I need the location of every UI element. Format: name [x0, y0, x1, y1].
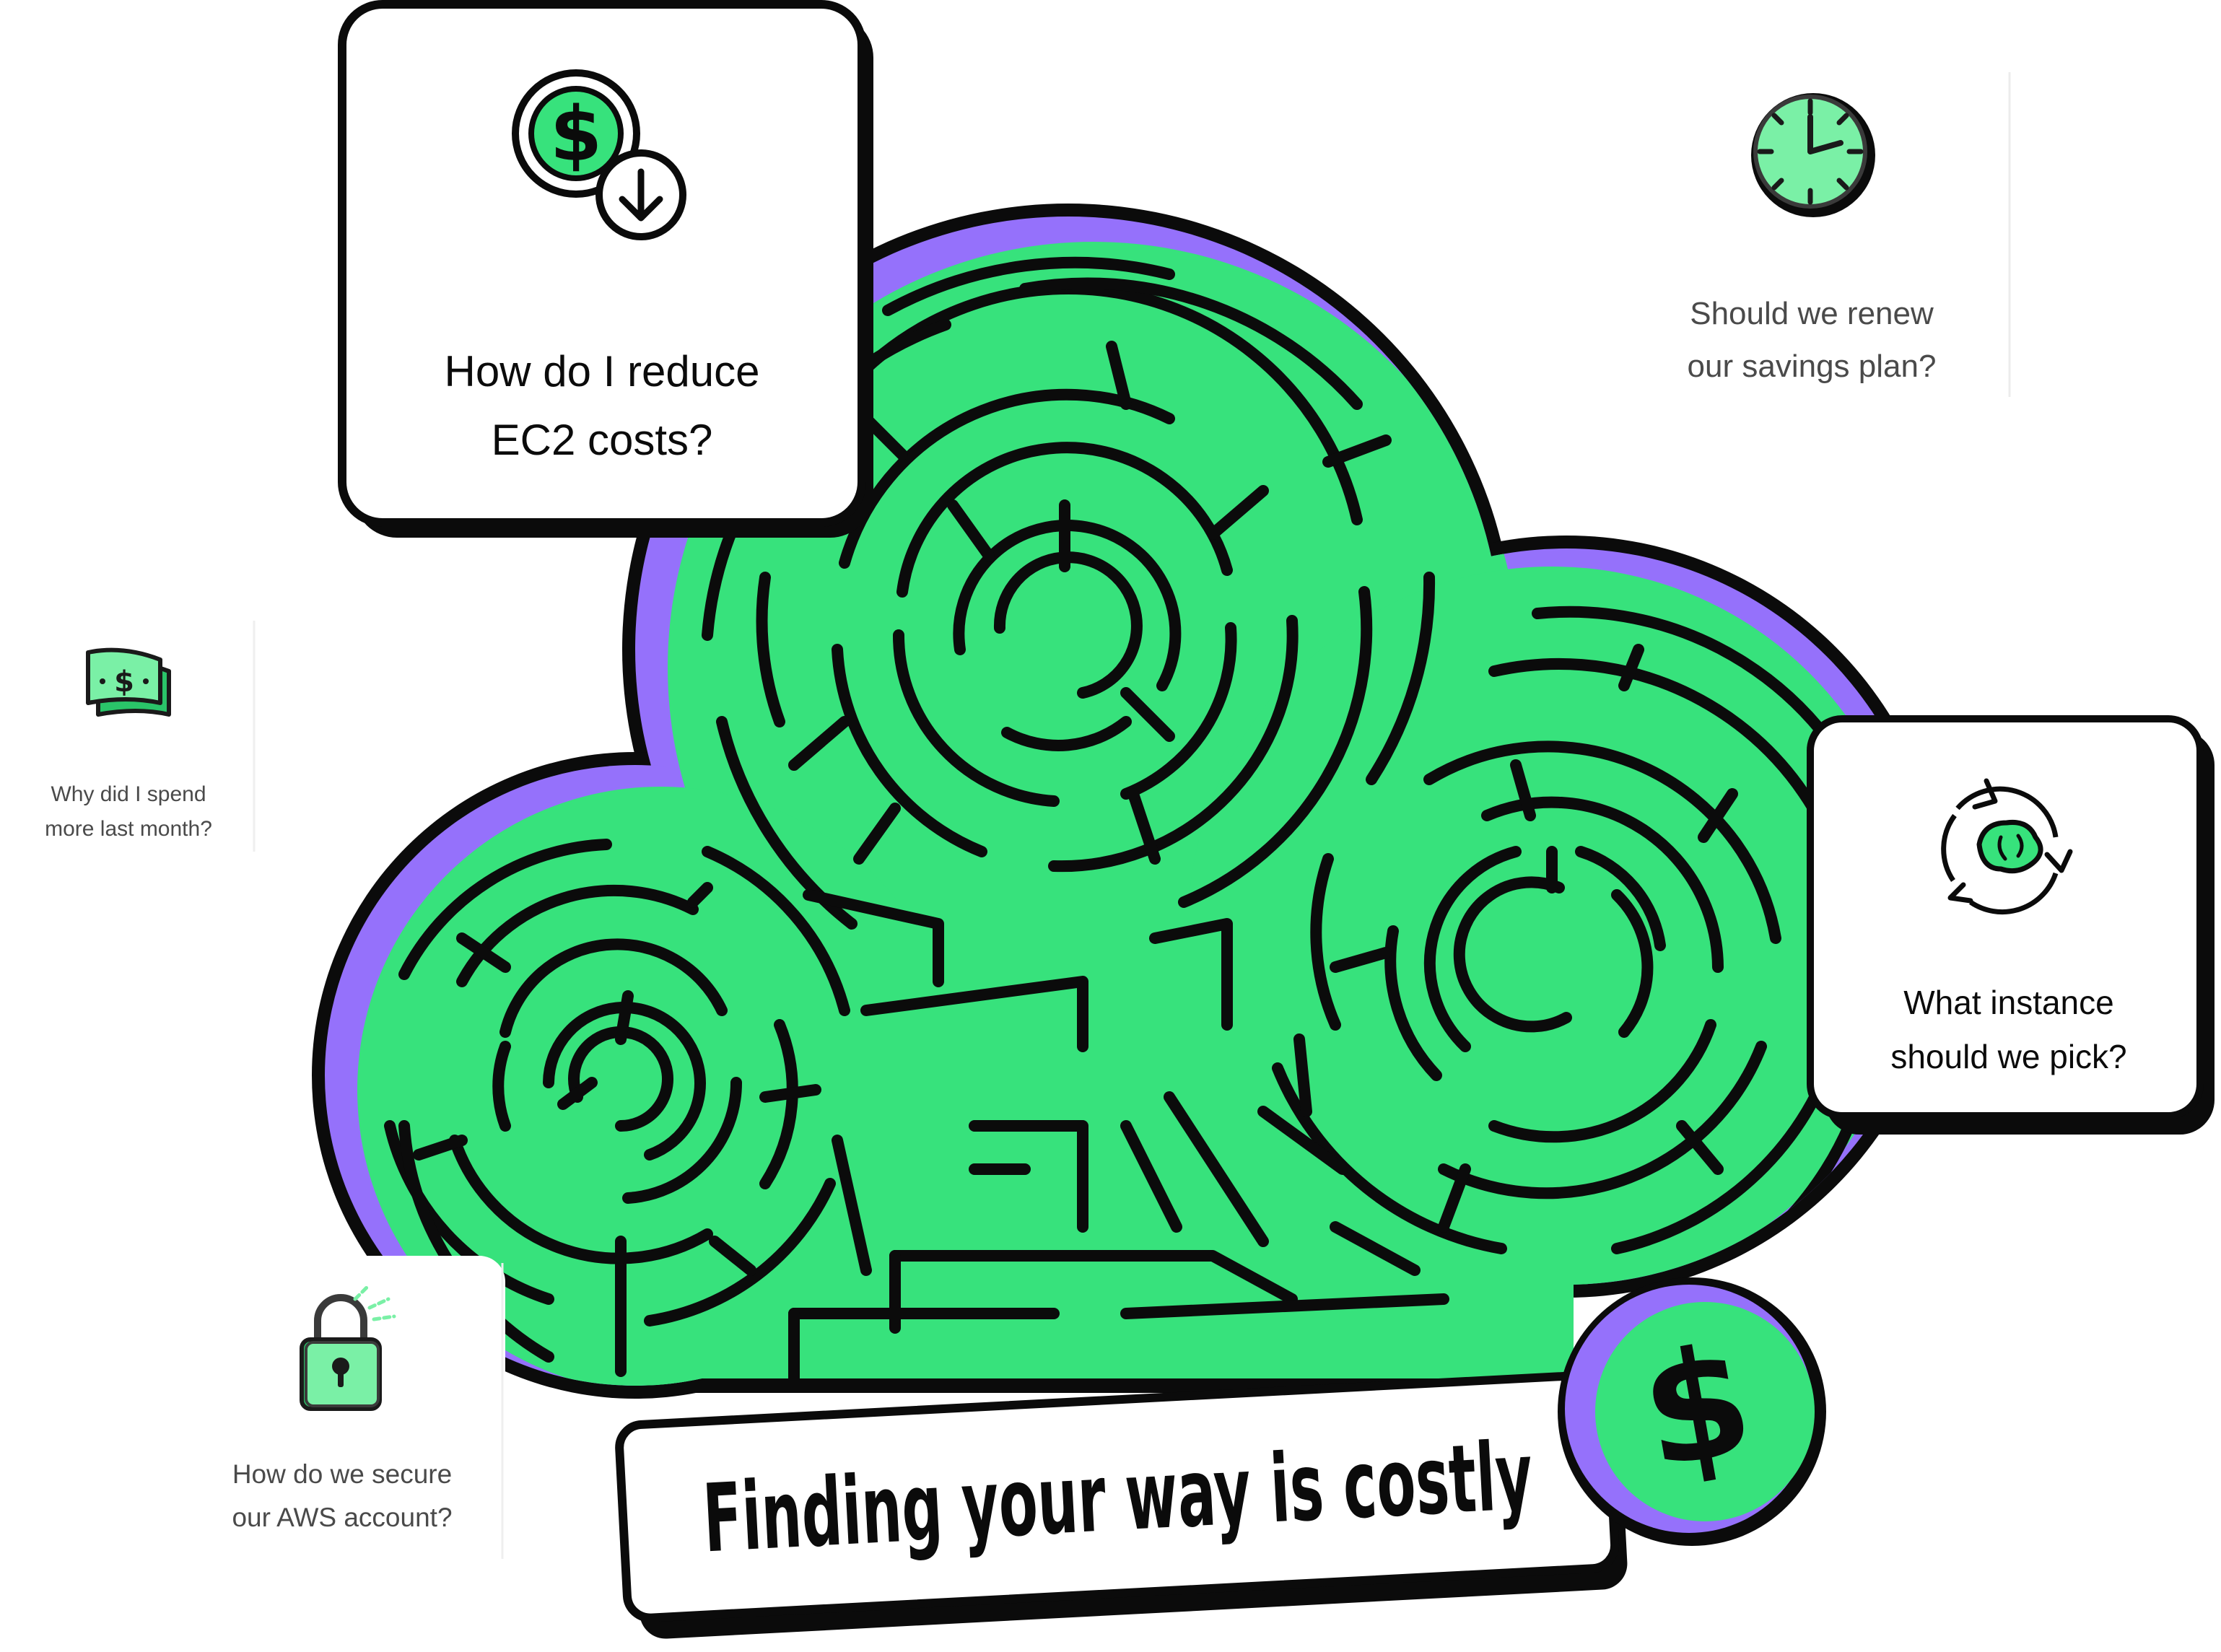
card-savings-plan-line2: our savings plan?: [1688, 349, 1937, 384]
card-secure-aws-line1: How do we secure: [232, 1459, 452, 1489]
card-surface: [14, 613, 256, 859]
banner: Finding your way is costly $: [615, 1277, 1826, 1639]
cash-bill-icon: $: [86, 647, 171, 717]
clock-icon: [1751, 93, 1875, 217]
card-secure-aws[interactable]: How do we secure our AWS account?: [180, 1256, 505, 1566]
cloud-maze: [312, 204, 1947, 1399]
dollar-sign-icon: $: [1558, 1277, 1826, 1546]
card-reduce-ec2-line1: How do I reduce: [445, 347, 760, 395]
svg-text:$: $: [114, 665, 134, 699]
card-spend-more[interactable]: $ Why did I spend more last month?: [14, 613, 256, 859]
card-savings-plan-line1: Should we renew: [1690, 296, 1934, 331]
card-spend-more-line1: Why did I spend: [51, 782, 206, 806]
maze-walls: [384, 256, 1882, 1384]
svg-text:$: $: [550, 90, 602, 178]
card-surface: [338, 0, 866, 527]
card-spend-more-line2: more last month?: [45, 817, 212, 841]
card-savings-plan[interactable]: Should we renew our savings plan?: [1682, 65, 2014, 397]
card-instance-pick-line2: should we pick?: [1890, 1038, 2126, 1075]
card-instance-pick-line1: What instance: [1903, 984, 2113, 1021]
dollar-coin-down-arrow-icon: $: [512, 69, 686, 240]
card-surface: [1807, 715, 2204, 1119]
padlock-icon: [300, 1284, 396, 1411]
brain-cycle-icon: [1941, 778, 2073, 914]
card-secure-aws-line2: our AWS account?: [232, 1503, 452, 1532]
card-instance-pick[interactable]: What instance should we pick?: [1807, 715, 2215, 1135]
card-reduce-ec2-line2: EC2 costs?: [492, 416, 713, 464]
card-reduce-ec2[interactable]: $ How do I reduce EC2 costs?: [338, 0, 873, 538]
